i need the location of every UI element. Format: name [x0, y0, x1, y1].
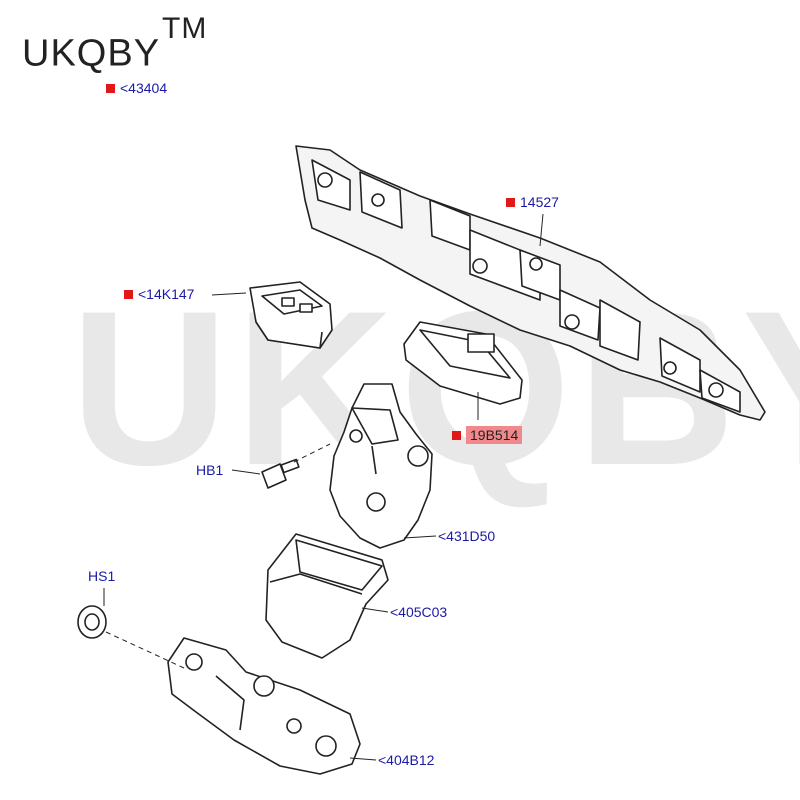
callout-label: 14527 — [520, 194, 559, 210]
part-HB1-bolt — [261, 458, 300, 489]
callout-label-highlighted: 19B514 — [466, 426, 523, 444]
callout-14K147: <14K147 — [124, 286, 194, 302]
callout-label: <405C03 — [390, 604, 448, 620]
part-431D50-latch — [329, 383, 433, 549]
brand-logo: UKQBYTM — [22, 12, 207, 76]
leader-431D50 — [403, 535, 437, 539]
leader-14527 — [539, 213, 544, 247]
dashed-hs1-line — [105, 631, 185, 669]
callout-label: <14K147 — [138, 286, 195, 302]
marker-square — [106, 83, 115, 93]
leader-HB1 — [231, 469, 261, 475]
callout-label: <43404 — [120, 80, 168, 96]
part-404B12-assembly — [167, 637, 361, 775]
part-14K147-switch — [249, 281, 333, 349]
callout-431D50: <431D50 — [438, 528, 495, 544]
callout-405C03: <405C03 — [390, 604, 447, 620]
leader-404B12 — [349, 757, 377, 761]
callout-HB1: HB1 — [196, 462, 223, 478]
callout-label: HS1 — [88, 568, 116, 584]
marker-square — [506, 197, 515, 207]
callout-label: HB1 — [196, 462, 224, 478]
callout-label: <404B12 — [378, 752, 435, 768]
marker-square — [452, 430, 461, 440]
callout-label: <431D50 — [438, 528, 496, 544]
part-19B514-handle — [403, 321, 523, 405]
brand-name: UKQBY — [22, 32, 161, 75]
leader-14K147 — [211, 292, 247, 296]
part-HS1-nut — [77, 605, 107, 639]
brand-trademark: TM — [162, 12, 208, 45]
callout-43404: <43404 — [106, 80, 167, 96]
part-405C03-cover — [265, 533, 389, 659]
dashed-hb1-line — [293, 443, 331, 463]
callout-19B514: 19B514 — [452, 426, 523, 444]
callout-404B12: <404B12 — [378, 752, 434, 768]
part-14527-panel — [295, 145, 766, 421]
marker-square — [124, 289, 133, 299]
callout-14527: 14527 — [506, 194, 559, 210]
callout-HS1: HS1 — [88, 568, 115, 584]
leader-405C03 — [361, 607, 389, 613]
